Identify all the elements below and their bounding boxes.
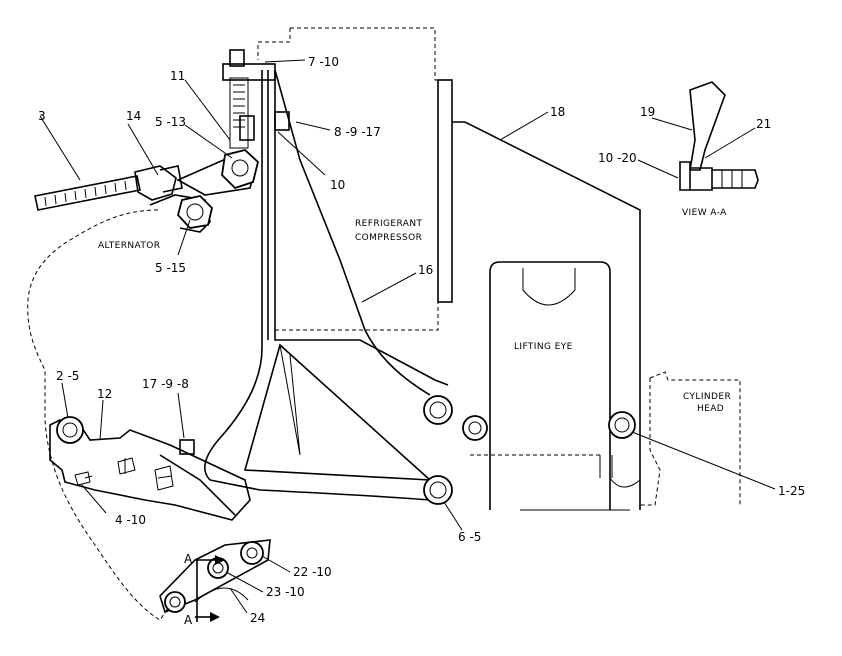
- bracket-18: [452, 121, 641, 510]
- cylinder-head-outline: [640, 371, 741, 506]
- refrigerant-compressor-outline: [257, 27, 453, 331]
- callout-19: 19: [640, 105, 655, 119]
- adjusting-rod-3: [34, 165, 183, 211]
- callout-5-15: 5 -15: [155, 261, 186, 275]
- lower-plate: [159, 539, 271, 614]
- callout-18: 18: [550, 105, 565, 119]
- callout-22-10: 22 -10: [293, 565, 332, 579]
- callout-4-10: 4 -10: [115, 513, 146, 527]
- adjusting-screw-assembly: [222, 49, 290, 149]
- alternator-label: ALTERNATOR: [98, 241, 160, 251]
- section-a-top: A: [184, 552, 193, 566]
- callout-7-10: 7 -10: [308, 55, 339, 69]
- head-label: HEAD: [697, 404, 724, 414]
- section-a-bottom: A: [184, 613, 193, 627]
- pivot-nut: [149, 194, 213, 233]
- refrigerant-label: REFRIGERANT: [355, 219, 422, 229]
- callout-24: 24: [250, 611, 265, 625]
- bolt-holes: [56, 395, 636, 613]
- lifting-eye: [470, 261, 641, 511]
- lifting-eye-label: LIFTING EYE: [514, 342, 573, 352]
- compressor-label: COMPRESSOR: [355, 233, 422, 243]
- view-aa-label: VIEW A-A: [682, 208, 727, 218]
- view-aa-detail: [679, 81, 759, 191]
- alternator-outline: [27, 209, 171, 621]
- callout-14: 14: [126, 109, 141, 123]
- callout-3: 3: [38, 109, 46, 123]
- callout-16: 16: [418, 263, 433, 277]
- section-arrows: [195, 555, 225, 622]
- callout-23-10: 23 -10: [266, 585, 305, 599]
- callout-8-9-17: 8 -9 -17: [334, 125, 381, 139]
- callout-6-5: 6 -5: [458, 530, 481, 544]
- cylinder-label: CYLINDER: [683, 392, 731, 402]
- leader-lines: [39, 59, 776, 614]
- callout-21: 21: [756, 117, 771, 131]
- main-bracket: [204, 69, 449, 501]
- callout-10: 10: [330, 178, 345, 192]
- callout-12: 12: [97, 387, 112, 401]
- callout-2-5: 2 -5: [56, 369, 79, 383]
- callout-17-9-8: 17 -9 -8: [142, 377, 189, 391]
- callout-1-25: 1-25: [778, 484, 805, 498]
- lower-bracket-12: [49, 419, 251, 521]
- callout-labels: 3 14 5 -13 11 7 -10 8 -9 -17 10 18 19 21…: [38, 55, 805, 627]
- callout-5-13: 5 -13: [155, 115, 186, 129]
- adjusting-link: [176, 149, 260, 196]
- callout-10-20: 10 -20: [598, 151, 637, 165]
- callout-11: 11: [170, 69, 185, 83]
